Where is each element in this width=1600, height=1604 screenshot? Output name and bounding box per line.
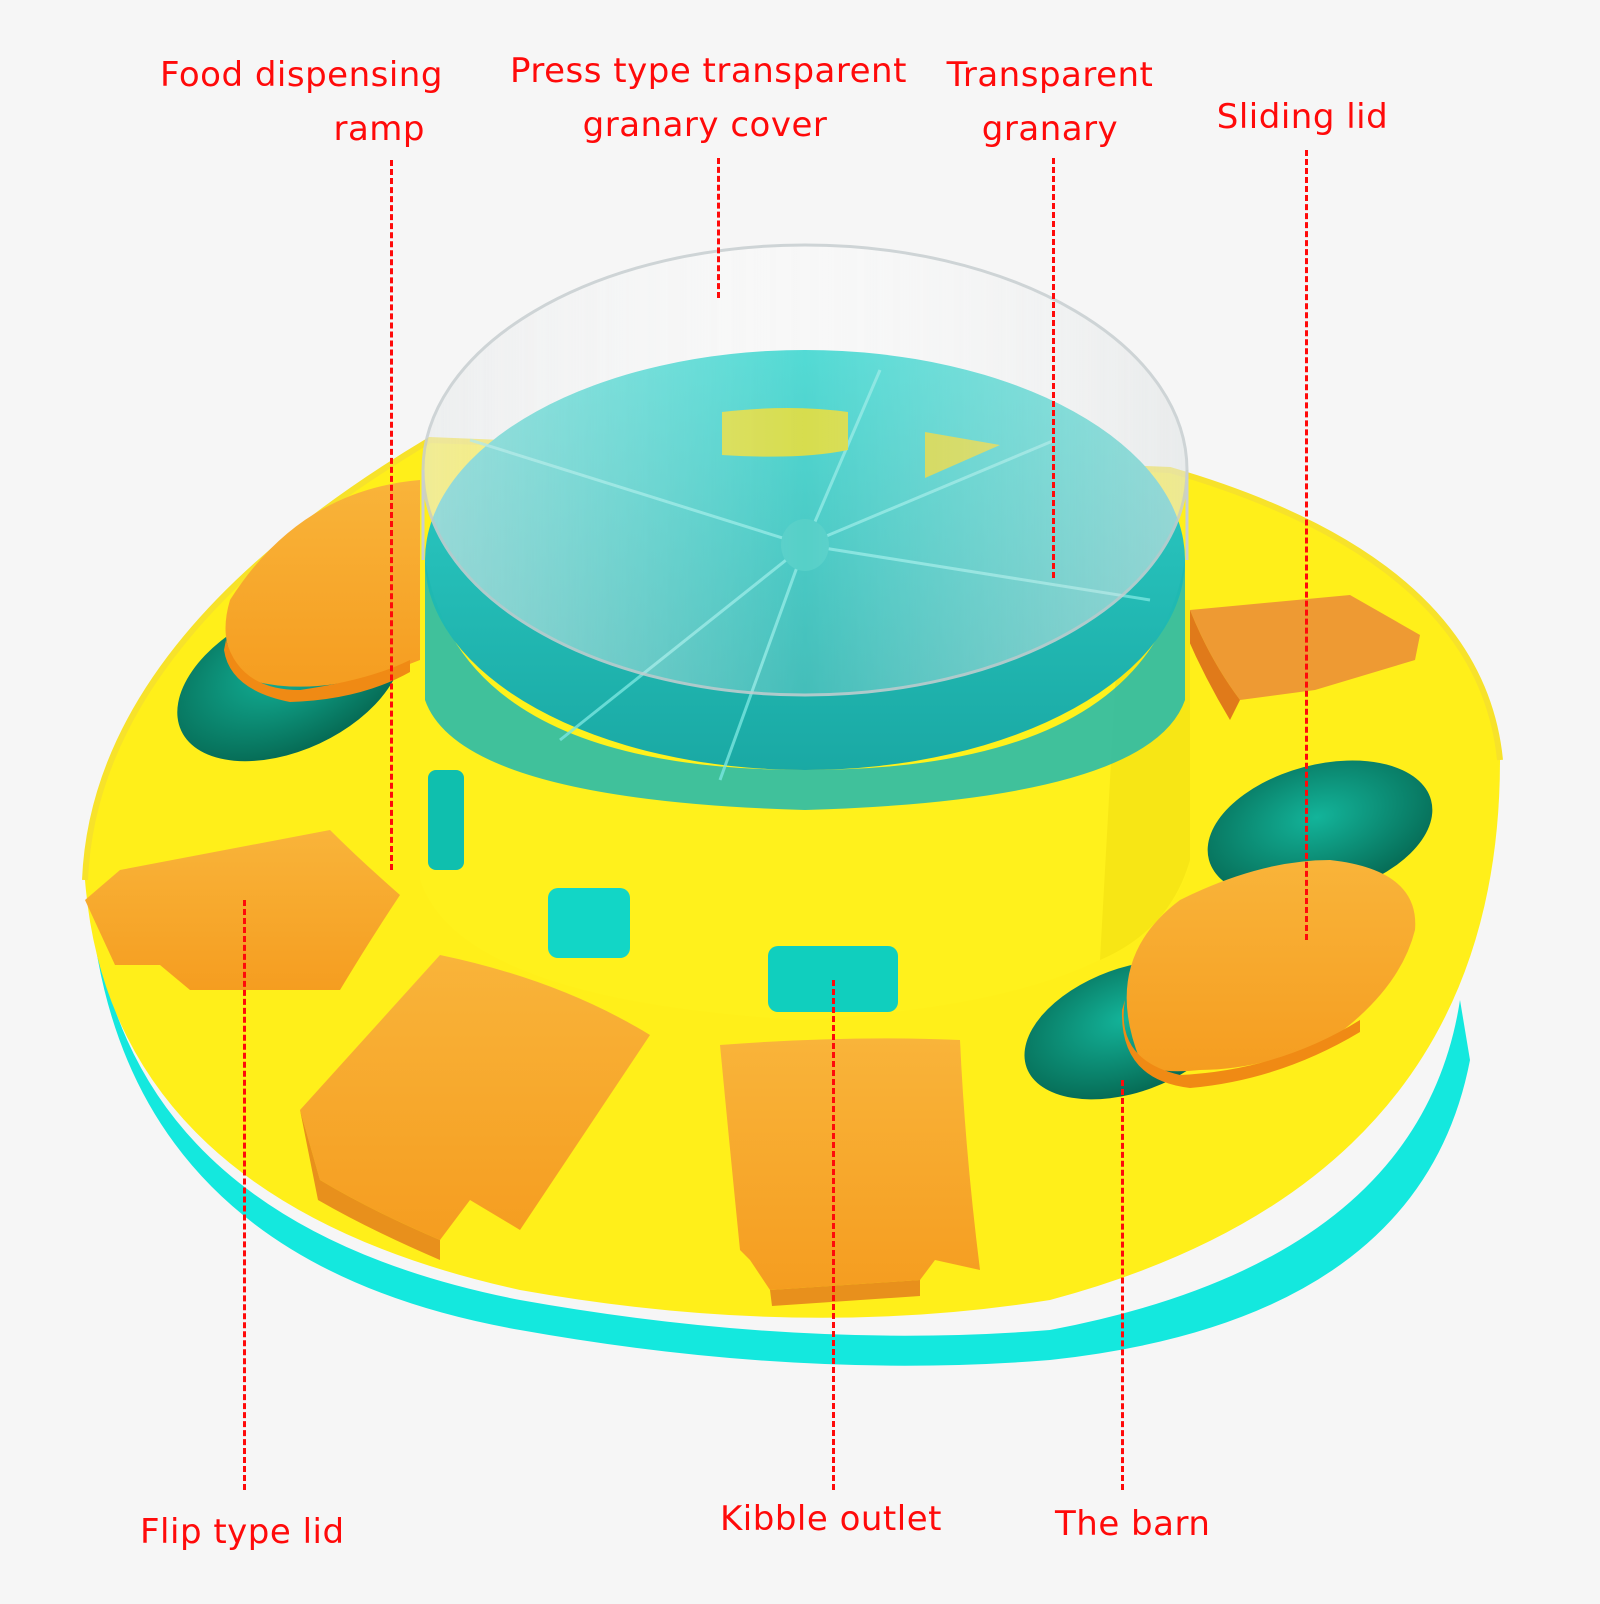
label-line: granary cover (582, 105, 828, 145)
flip-lid-left (85, 830, 400, 990)
leader-line-cover (717, 158, 720, 298)
label-kibble-outlet: Kibble outlet (720, 1492, 942, 1546)
label-line: Sliding lid (1216, 97, 1389, 137)
transparent-granary (421, 243, 1189, 810)
label-line: The barn (1055, 1504, 1211, 1544)
leader-line-granary (1052, 158, 1055, 578)
label-press-type-cover: Press type transparent granary cover (510, 44, 907, 152)
label-line: granary (981, 109, 1119, 149)
kibble-outlet-window (428, 770, 464, 870)
leader-line-ramp (390, 160, 393, 870)
leader-line-barn (1121, 1080, 1124, 1490)
leader-line-kibble-outlet (832, 980, 835, 1490)
flip-lid-front-left (300, 955, 650, 1260)
label-flip-type-lid: Flip type lid (140, 1505, 345, 1559)
label-line: Transparent (946, 55, 1154, 95)
label-line: Kibble outlet (720, 1499, 942, 1539)
label-transparent-granary: Transparent granary (945, 48, 1155, 156)
label-line: Press type transparent (510, 51, 907, 91)
flip-lid-front (720, 1038, 980, 1306)
label-food-dispensing-ramp: Food dispensing ramp (160, 48, 443, 156)
right-barn (1024, 760, 1433, 1100)
label-line: Flip type lid (140, 1512, 345, 1552)
left-barn (177, 480, 420, 762)
label-sliding-lid: Sliding lid (1215, 90, 1390, 144)
label-line: Food dispensing (160, 55, 443, 95)
label-the-barn: The barn (1055, 1497, 1210, 1551)
leader-line-flip-lid (243, 900, 246, 1490)
kibble-outlet-window (768, 946, 898, 1012)
label-line: ramp (333, 109, 425, 149)
kibble-outlet-window (548, 888, 630, 958)
leader-line-sliding-lid (1305, 150, 1308, 940)
